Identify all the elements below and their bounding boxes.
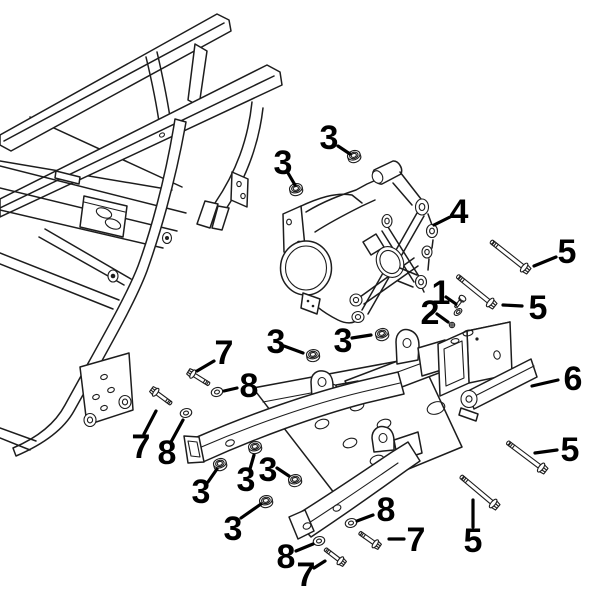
callout-label-5-23: 5 [464, 522, 483, 560]
leader-line-3-8 [282, 344, 305, 355]
callout-label-7-21: 7 [297, 556, 316, 594]
leader-line-3-14 [206, 467, 219, 484]
leader-line-5-4 [501, 303, 524, 308]
leader-line-4-2 [432, 215, 452, 227]
callout-label-8-20: 8 [277, 538, 296, 576]
leader-line-3-9 [350, 333, 373, 340]
long-bolt-part-5 [456, 471, 502, 512]
diff-mount-eye [421, 245, 433, 259]
leader-line-2-6 [435, 312, 450, 324]
differential-assembly [279, 160, 439, 324]
frame-mount-bushing [83, 412, 97, 428]
callout-label-3-14: 3 [192, 473, 211, 511]
frame-lower-gusset [79, 352, 134, 426]
short-bolt-part-7 [321, 544, 348, 569]
long-bolt-part-5 [503, 437, 550, 476]
callout-label-1-5: 1 [432, 274, 451, 312]
callout-label-8-13: 8 [158, 434, 177, 472]
leader-line-8-18 [355, 513, 375, 523]
callout-label-3-0: 3 [320, 119, 339, 157]
hitch-pivot [460, 389, 478, 409]
subframe-center-arm [292, 441, 421, 538]
long-bolt-part-5 [487, 236, 533, 276]
callout-label-3-9: 3 [334, 322, 353, 360]
washer-part-8 [209, 385, 225, 399]
leader-line-3-16 [275, 466, 291, 478]
diff-mount-eye [349, 293, 363, 307]
frame-mount-bushing [118, 394, 132, 410]
diff-mount-eye [414, 198, 430, 216]
frame-rear-upright [207, 101, 264, 230]
leader-line-3-15 [248, 453, 256, 471]
callout-label-4-2: 4 [450, 193, 469, 231]
diff-mount-eye [425, 223, 439, 239]
frame-side-bracket [230, 171, 249, 208]
subframe-arm-ear [371, 425, 395, 453]
pin-part-2 [448, 321, 456, 329]
washer-part-8 [343, 516, 359, 530]
leader-line-8-20 [294, 542, 315, 553]
washer-part-8 [178, 406, 194, 420]
leader-line-7-10 [195, 359, 216, 373]
short-bolt-part-7 [148, 384, 175, 409]
subframe-assembly [183, 321, 538, 540]
leader-line-7-21 [312, 559, 327, 570]
flange-nut-part-3 [305, 348, 321, 363]
clip-part-1 [452, 306, 464, 318]
callout-label-6-7: 6 [564, 360, 583, 398]
callout-label-7-19: 7 [407, 521, 426, 559]
callout-label-7-10: 7 [215, 334, 234, 372]
callout-label-2-6: 2 [421, 294, 440, 332]
leader-line-5-22 [533, 448, 559, 455]
frame-gusset-fins [196, 200, 230, 231]
callout-label-5-4: 5 [529, 289, 548, 327]
frame-front-tube [12, 118, 187, 457]
leader-line-7-12 [142, 409, 158, 436]
long-bolt-part-5 [453, 271, 499, 311]
callout-label-3-1: 3 [274, 144, 293, 182]
flange-nut-part-3 [258, 493, 275, 510]
frame-seat-bracket [79, 195, 128, 238]
diff-mount-eye [414, 274, 428, 290]
diff-mount-eye [381, 213, 393, 229]
callout-label-5-3: 5 [558, 233, 577, 271]
vehicle-frame [0, 13, 283, 457]
callout-label-3-8: 3 [267, 323, 286, 361]
callout-label-7-12: 7 [132, 428, 151, 466]
flange-nut-part-3 [373, 326, 391, 343]
callout-label-8-11: 8 [240, 367, 259, 405]
leader-line-3-17 [239, 502, 263, 520]
leader-line-3-1 [286, 171, 297, 187]
leader-line-3-0 [336, 144, 352, 156]
callout-label-8-18: 8 [377, 491, 396, 529]
leader-line-1-5 [444, 295, 458, 306]
callout-label-3-17: 3 [224, 510, 243, 548]
short-bolt-part-7 [356, 528, 383, 552]
callout-label-3-15: 3 [237, 461, 256, 499]
leader-line-8-13 [169, 418, 185, 444]
diff-output-opening [375, 246, 405, 278]
washer-part-8 [311, 534, 327, 548]
leader-line-5-3 [532, 255, 558, 268]
diff-mount-eye [351, 310, 365, 324]
subframe-clevis-ear [395, 328, 420, 365]
callout-label-5-22: 5 [561, 431, 580, 469]
frame-upper-rail [0, 13, 232, 152]
leader-line-8-11 [222, 386, 239, 393]
leader-line-6-7 [530, 378, 560, 388]
callout-label-3-16: 3 [259, 451, 278, 489]
